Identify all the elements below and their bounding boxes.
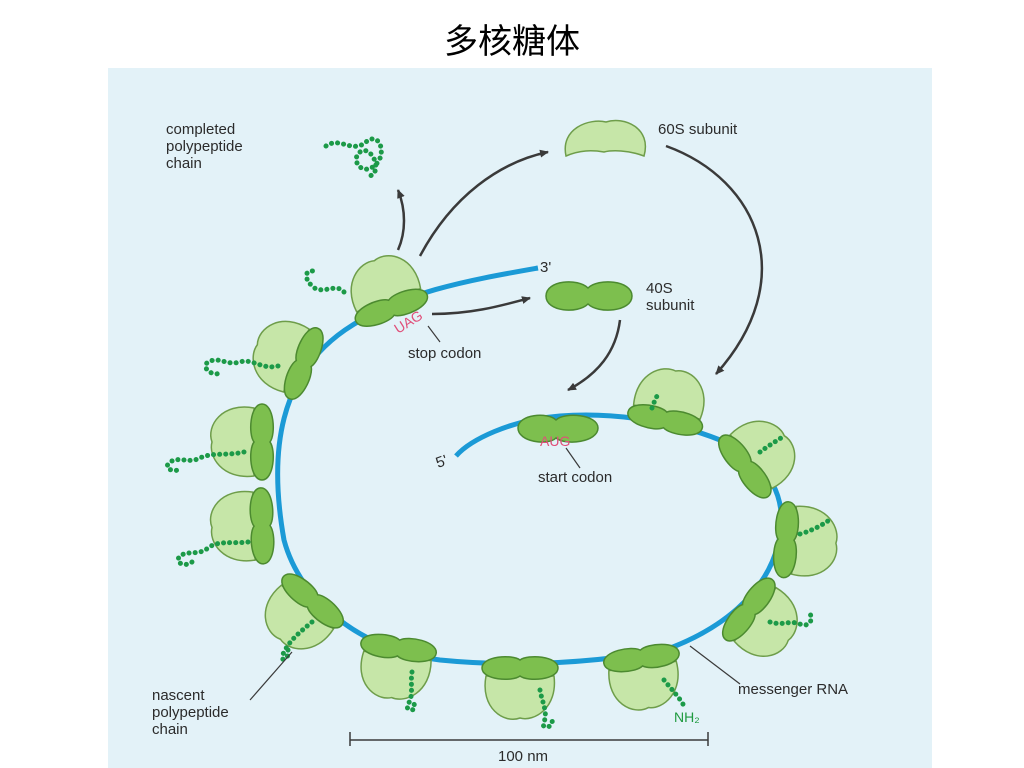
nascent-label-line3: chain: [152, 721, 188, 738]
stop-codon-leader: [427, 325, 441, 343]
40s-recycle-arrow: [567, 319, 622, 392]
start-codon-label: start codon: [538, 469, 612, 486]
messenger-rna-label: messenger RNA: [738, 681, 848, 698]
stop-codon-label: stop codon: [408, 345, 481, 362]
peptide-chain: [797, 515, 835, 537]
ribosome: [210, 403, 275, 481]
five-prime-label: 5': [434, 452, 450, 472]
60s-recycle-arrow: [665, 144, 764, 375]
completed-label-line2: polypeptide: [166, 138, 243, 155]
initiating-40s-subunit: [517, 414, 599, 443]
ribosome: [249, 567, 350, 666]
nascent-leader: [249, 651, 293, 701]
messenger-rna-strand: [275, 265, 784, 667]
free-60s-subunit: [564, 119, 647, 158]
peptide-chain: [175, 539, 251, 567]
60s-release-arrow: [418, 149, 549, 257]
40s-release-arrow: [431, 296, 531, 316]
peptide-chain: [303, 268, 347, 295]
ribosome: [481, 655, 559, 720]
completed-label-line1: completed: [166, 121, 235, 138]
nascent-label-line2: polypeptide: [152, 704, 229, 721]
ribosome: [624, 361, 714, 440]
completed-polypeptide: [323, 136, 384, 179]
ribosome: [715, 571, 814, 672]
three-prime-label: 3': [540, 259, 551, 276]
ribosome: [601, 640, 687, 715]
peptide-chain: [537, 687, 555, 730]
slide-title: 多核糖体: [444, 22, 580, 62]
mrna-leader: [689, 645, 741, 685]
peptide-chain: [404, 669, 418, 713]
start-codon-sequence: AUG: [540, 433, 570, 449]
ribosome: [241, 308, 330, 404]
peptide-chain: [279, 619, 315, 662]
nascent-label-line1: nascent: [152, 687, 205, 704]
peptide-chain: [164, 449, 247, 473]
free-40s-subunit: [545, 281, 633, 311]
release-arrow: [396, 189, 406, 251]
peptide-chain: [661, 677, 687, 709]
ribosome: [208, 486, 276, 567]
40s-subunit-label-line1: 40S: [646, 280, 673, 297]
completed-label-line3: chain: [166, 155, 202, 172]
peptide-chain: [757, 433, 787, 455]
peptide-chain: [767, 611, 814, 628]
start-codon-leader: [565, 447, 581, 469]
ribosome: [771, 500, 841, 582]
scale-bar: [349, 732, 709, 746]
60s-subunit-label: 60S subunit: [658, 121, 738, 138]
ribosome: [353, 630, 439, 705]
scale-label: 100 nm: [498, 748, 548, 765]
peptide-chain: [203, 357, 281, 377]
40s-subunit-label-line2: subunit: [646, 297, 695, 314]
peptide-chain: [649, 391, 661, 411]
nh2-label: NH₂: [674, 709, 700, 725]
